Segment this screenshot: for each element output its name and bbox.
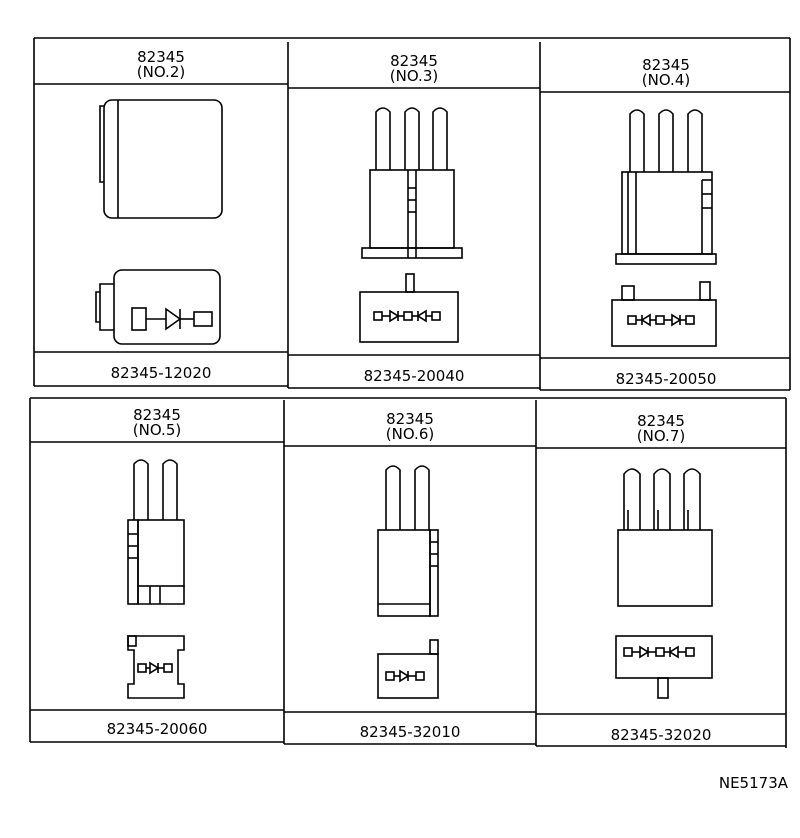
cell-4-title: 82345	[133, 406, 181, 424]
diode-symbol	[389, 309, 400, 323]
cell-2-component-top-view	[359, 273, 459, 343]
cell-6-part-number: 82345-32020	[611, 726, 712, 744]
diode-symbol	[149, 661, 160, 675]
cell-4-component-top-view	[127, 635, 185, 699]
cell-1-component-side-view	[99, 99, 223, 219]
diode-symbol	[668, 645, 679, 659]
cell-3-subtitle: (NO.4)	[642, 71, 690, 89]
cell-2-component-side-view	[361, 107, 463, 259]
cell-1-part-number: 82345-12020	[111, 364, 212, 382]
cell-3-component-top-view	[611, 281, 717, 347]
cell-6-component-top-view	[615, 635, 713, 699]
cell-6-title: 82345	[637, 412, 685, 430]
cell-1-title: 82345	[137, 48, 185, 66]
bottom-grid-lines	[29, 397, 787, 748]
cell-6-component-side-view	[617, 468, 713, 607]
cell-5-title: 82345	[386, 410, 434, 428]
cell-2-title: 82345	[390, 52, 438, 70]
cell-1-subtitle: (NO.2)	[137, 63, 185, 81]
figure-id: NE5173A	[718, 774, 788, 792]
cell-1-component-top-view	[95, 269, 221, 345]
diode-symbol	[639, 645, 650, 659]
cell-3-title: 82345	[642, 56, 690, 74]
diode-symbol	[165, 307, 182, 331]
cell-2-part-number: 82345-20040	[364, 367, 465, 385]
diode-symbol	[671, 313, 682, 327]
cell-3-component-side-view	[615, 109, 717, 265]
cell-6-subtitle: (NO.7)	[637, 427, 685, 445]
cell-5-component-side-view	[377, 465, 439, 617]
diode-symbol	[399, 669, 410, 683]
cell-3-part-number: 82345-20050	[616, 370, 717, 388]
cell-4-part-number: 82345-20060	[107, 720, 208, 738]
diode-symbol	[640, 313, 651, 327]
cell-5-part-number: 82345-32010	[360, 723, 461, 741]
cell-5-subtitle: (NO.6)	[386, 425, 434, 443]
cell-2-subtitle: (NO.3)	[390, 67, 438, 85]
diode-symbol	[416, 309, 427, 323]
top-grid-lines	[33, 37, 791, 391]
cell-4-subtitle: (NO.5)	[133, 421, 181, 439]
cell-5-component-top-view	[377, 639, 439, 699]
cell-4-component-side-view	[127, 459, 185, 605]
